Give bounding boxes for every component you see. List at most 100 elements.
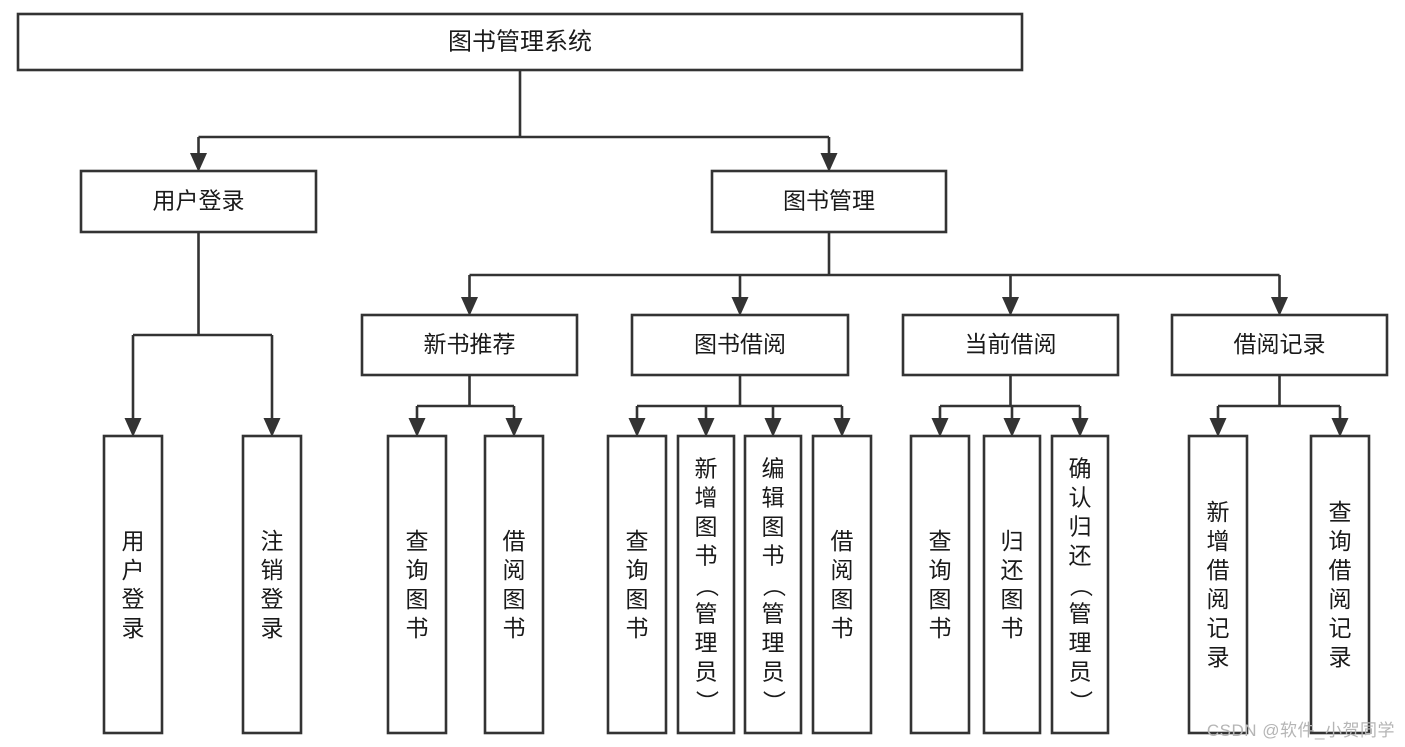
node-borrow-record[interactable]: 借阅记录 — [1170, 313, 1389, 377]
svg-text:查: 查 — [626, 528, 649, 554]
node-box-borrow-record — [1170, 313, 1389, 377]
svg-text:阅: 阅 — [831, 557, 854, 583]
node-box-leaf-user-login — [102, 434, 164, 735]
edge-root-to-level2 — [190, 70, 838, 172]
node-label-user-login: 用户登录 — [153, 188, 245, 214]
svg-text:询: 询 — [929, 557, 952, 583]
arrow-head-icon — [1209, 418, 1227, 437]
arrow-head-icon — [408, 418, 426, 437]
node-label-leaf-user-login: 用户登录 — [122, 528, 145, 641]
node-box-leaf-user-logout — [241, 434, 303, 735]
node-box-leaf-borrow-book-2 — [811, 434, 873, 735]
svg-text:理: 理 — [762, 630, 785, 656]
arrow-head-icon — [505, 418, 523, 437]
svg-text:录: 录 — [261, 615, 284, 641]
node-book-borrow[interactable]: 图书借阅 — [630, 313, 850, 377]
arrow-head-icon — [628, 418, 646, 437]
svg-text:查: 查 — [406, 528, 429, 554]
arrow-head-icon — [1002, 297, 1019, 316]
svg-text:归: 归 — [1001, 528, 1024, 554]
svg-text:借: 借 — [503, 528, 526, 554]
svg-text:（: （ — [694, 574, 720, 597]
svg-text:（: （ — [1068, 574, 1094, 597]
arrow-head-icon — [833, 418, 851, 437]
svg-text:员: 员 — [1069, 659, 1092, 685]
svg-text:查: 查 — [1329, 499, 1352, 525]
svg-text:借: 借 — [1329, 557, 1352, 583]
svg-text:书: 书 — [1001, 615, 1024, 641]
svg-text:注: 注 — [261, 528, 284, 554]
arrow-head-icon — [1331, 418, 1349, 437]
svg-text:书: 书 — [503, 615, 526, 641]
node-current-borrow[interactable]: 当前借阅 — [901, 313, 1120, 377]
svg-text:书: 书 — [929, 615, 952, 641]
svg-text:确: 确 — [1069, 456, 1092, 482]
node-user-login[interactable]: 用户登录 — [79, 169, 318, 234]
svg-text:户: 户 — [122, 557, 145, 583]
svg-text:理: 理 — [695, 630, 718, 656]
svg-text:图: 图 — [503, 586, 526, 612]
svg-text:理: 理 — [1069, 630, 1092, 656]
node-box-root — [16, 12, 1024, 72]
arrow-head-icon — [931, 418, 949, 437]
svg-text:用: 用 — [122, 528, 145, 554]
svg-text:）: ） — [761, 690, 787, 713]
arrow-head-icon — [1003, 418, 1021, 437]
svg-text:）: ） — [1068, 690, 1094, 713]
arrow-head-icon — [263, 418, 281, 437]
node-label-root: 图书管理系统 — [448, 28, 592, 55]
svg-text:增: 增 — [1207, 528, 1230, 554]
svg-text:员: 员 — [762, 659, 785, 685]
arrow-head-icon — [1271, 297, 1288, 316]
node-box-new-book-recommend — [360, 313, 579, 377]
svg-text:图: 图 — [1001, 586, 1024, 612]
svg-text:书: 书 — [406, 615, 429, 641]
svg-text:询: 询 — [626, 557, 649, 583]
node-new-book-recommend[interactable]: 新书推荐 — [360, 313, 579, 377]
node-box-leaf-return-book — [982, 434, 1042, 735]
node-root[interactable]: 图书管理系统 — [16, 12, 1024, 72]
svg-text:管: 管 — [695, 601, 718, 627]
svg-text:图: 图 — [406, 586, 429, 612]
svg-text:图: 图 — [762, 514, 785, 540]
node-box-leaf-query-book-1 — [386, 434, 448, 735]
svg-text:登: 登 — [261, 586, 284, 612]
node-layer: 图书管理系统用户登录图书管理新书推荐图书借阅当前借阅借阅记录用户登录注销登录查询… — [16, 12, 1389, 735]
node-book-manage[interactable]: 图书管理 — [710, 169, 948, 234]
connector-layer — [124, 70, 1349, 437]
svg-text:阅: 阅 — [1329, 586, 1352, 612]
node-label-current-borrow: 当前借阅 — [965, 331, 1057, 357]
node-box-leaf-add-record — [1187, 434, 1249, 735]
node-box-leaf-edit-book — [743, 434, 803, 735]
arrow-head-icon — [190, 153, 207, 172]
svg-text:图: 图 — [831, 586, 854, 612]
node-box-current-borrow — [901, 313, 1120, 377]
node-leaf-user-login[interactable]: 用户登录 — [102, 434, 164, 735]
node-box-leaf-add-book — [676, 434, 736, 735]
svg-text:）: ） — [694, 690, 720, 713]
arrow-head-icon — [461, 297, 478, 316]
svg-text:销: 销 — [261, 557, 284, 583]
svg-text:借: 借 — [831, 528, 854, 554]
